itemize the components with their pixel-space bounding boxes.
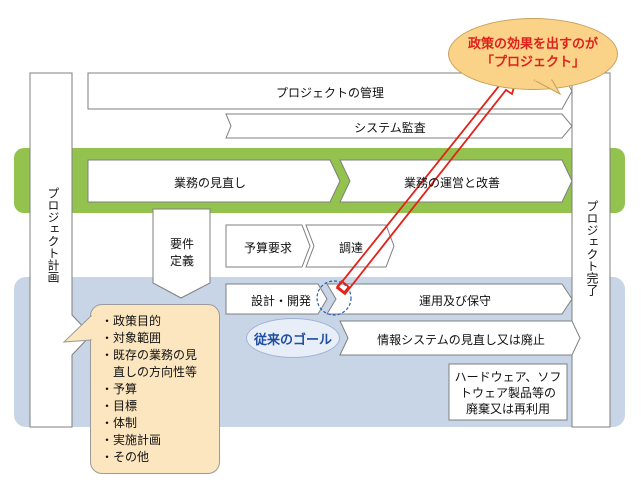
plan-item: ・その他 [101, 450, 150, 464]
disposal-line: 廃棄又は再利用 [465, 402, 550, 416]
disposal-line: トウェア製品等の [459, 386, 556, 400]
project-effect-callout: 政策の効果を出すのが 「プロジェクト」 [448, 18, 618, 90]
plan-item: ・目標 [101, 399, 138, 413]
budget-request-label: 予算要求 [243, 241, 292, 255]
red-arrow-base [336, 279, 351, 294]
top-callout-line1: 政策の効果を出すのが [467, 37, 598, 53]
operation-maintenance-shape [326, 283, 573, 315]
business-operation-label: 業務の運営と改善 [403, 176, 500, 190]
system-review-label: 情報システムの見直し又は廃止 [377, 333, 545, 347]
project-complete-label: プロジェクト完了 [585, 200, 599, 296]
plan-item: ・政策目的 [101, 314, 162, 328]
plan-items-callout: ・政策目的 ・対象範囲 ・既存の業務の見 直しの方向性等 ・予算 ・目標 ・体制… [90, 304, 220, 474]
requirements-line: 定義 [169, 254, 194, 268]
requirements-shape [152, 208, 211, 299]
budget-request-shape [225, 224, 311, 268]
procurement-shape [305, 224, 395, 268]
requirements-line: 要件 [169, 237, 194, 251]
system-review-shape [339, 320, 581, 356]
operation-maintenance-label: 運用及び保守 [418, 294, 491, 308]
system-audit-label: システム監査 [354, 121, 426, 135]
business-review-shape [87, 159, 341, 203]
goal-label: 従来のゴール [253, 332, 332, 348]
disposal-shape [448, 363, 568, 421]
plan-item: ・対象範囲 [101, 331, 162, 345]
disposal-label: ハードウェア、ソフ トウェア製品等の 廃棄又は再利用 [452, 369, 564, 417]
top-callout-tail [533, 79, 562, 96]
disposal-line: ハードウェア、ソフ [454, 370, 562, 384]
plan-item: ・体制 [101, 416, 138, 430]
callout-pointer [62, 314, 92, 343]
plan-item: ・既存の業務の見 [101, 348, 198, 362]
plan-item: ・予算 [101, 382, 138, 396]
conventional-goal-bubble: 従来のゴール [246, 318, 340, 358]
top-callout-line2: 「プロジェクト」 [480, 55, 585, 70]
plan-items-list: ・政策目的 ・対象範囲 ・既存の業務の見 直しの方向性等 ・予算 ・目標 ・体制… [101, 313, 213, 466]
requirements-label: 要件定義 [166, 236, 198, 270]
plan-item: 直しの方向性等 [101, 365, 198, 379]
system-audit-shape [225, 113, 573, 139]
design-development-label: 設計・開発 [250, 294, 311, 308]
business-review-label: 業務の見直し [173, 176, 246, 190]
project-management-label: プロジェクトの管理 [275, 86, 384, 100]
design-development-shape [225, 283, 328, 315]
plan-item: ・実施計画 [101, 433, 162, 447]
procurement-label: 調達 [338, 241, 363, 255]
business-operation-shape [339, 159, 573, 203]
project-plan-label: プロジェクト計画 [46, 187, 60, 283]
goal-dashed-circle [316, 280, 352, 316]
